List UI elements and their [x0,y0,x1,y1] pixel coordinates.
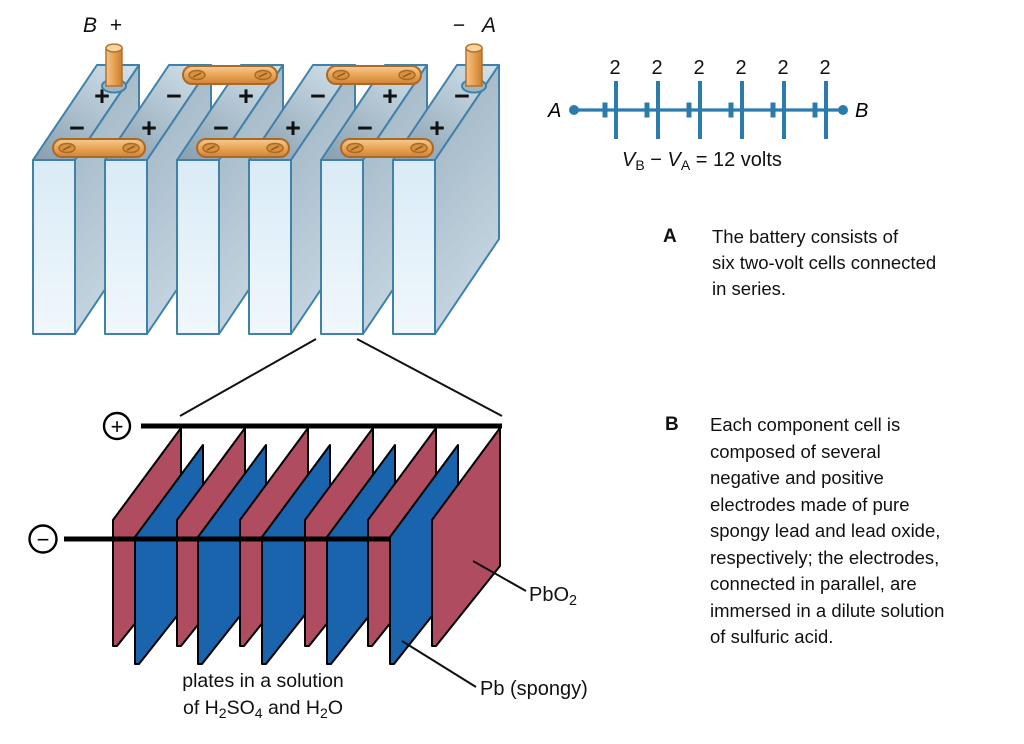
node-a-label: A [547,100,561,122]
negative-terminal-post [461,43,487,94]
connector-straps [52,65,434,158]
terminal-b-sign: + [110,14,122,37]
formula-v2: V [667,149,682,171]
cell1-front-sign: − [69,113,85,143]
formula-minus: − [645,149,668,171]
battery-diagram-svg: − + + − − + + − − + + − [28,14,527,688]
plates-figure: + − [28,411,527,688]
plus-terminal-circle [102,411,132,441]
solution-l2-p1: of H [182,697,219,719]
caption-a-line: six two-volt cells connected [712,252,937,273]
plate-stack [112,427,501,665]
caption-b-line: immersed in a dilute solution [710,599,945,621]
cell-polarity-signs: − + + − − + + − − + + − [69,81,470,143]
cell-volts: 2 [735,57,746,79]
solution-l2-s2: 4 [254,704,263,721]
front-strap-3-4 [196,138,290,158]
cell3-back-sign: + [238,81,254,111]
pb-plate [326,444,396,665]
cell-short-plates [602,102,818,118]
solution-l2-p2: SO [226,697,255,719]
caption-b-line: of sulfuric acid. [710,626,834,647]
battery-3d-group [32,64,500,335]
solution-caption-line1: plates in a solution [182,670,344,692]
positive-terminal-post [101,43,127,94]
caption-a-tag: A [663,226,677,247]
cell2-back-sign: − [166,81,182,111]
pbo2-label-sub: 2 [569,593,578,610]
solution-caption: plates in a solution of H2SO4 and H2O [134,668,392,727]
caption-b-line: composed of several [710,440,881,462]
front-strap-1-2 [52,138,146,158]
solution-l2-p3: and H [262,697,321,719]
node-b-dot [838,105,848,115]
caption-b-line: spongy lead and lead oxide, [710,520,941,541]
terminal-b-letter: B [83,14,97,37]
cell2-front-sign: + [141,113,157,143]
caption-b-line: connected in parallel, are [710,573,917,594]
cell-volts: 2 [609,57,620,79]
solution-l2-p4: O [327,697,343,719]
cell4-back-sign: − [310,81,326,111]
caption-b-line: electrodes made of pure [710,493,910,515]
caption-b-line: negative and positive [710,467,884,488]
formula-sub-a: A [681,157,691,173]
solution-l2-s3: 2 [320,704,328,721]
terminal-a-letter: A [480,14,496,37]
terminal-labels: B + − A [83,14,496,37]
cell5-back-sign: + [382,81,398,111]
terminal-a-sign: − [453,14,465,37]
caption-a-text: The battery consists of six two-volt cel… [712,224,936,302]
cell-volts: 2 [819,57,830,79]
voltage-formula: VB − VA = 12 volts [622,149,782,173]
formula-v1: V [622,149,637,171]
plus-terminal-sign: + [111,414,124,439]
back-strap-2-3 [182,65,278,85]
pbo2-leader-line [472,560,527,592]
zoom-pointer-lines [179,338,503,417]
pb-spongy-label: Pb (spongy) [480,678,588,700]
pb-plate [389,444,459,665]
series-circuit-svg: A 2 2 2 2 2 2 B VB − VA = 1 [547,57,868,173]
caption-b-text: Each component cell is composed of sever… [710,412,944,651]
cell-volts: 2 [693,57,704,79]
minus-terminal-sign: − [37,527,50,552]
pb-plate [134,444,204,665]
cell3-front-sign: − [213,113,229,143]
back-strap-4-5 [326,65,422,85]
caption-b-tag: B [665,414,679,435]
cell6-front-sign: + [429,113,445,143]
solution-l2-s1: 2 [218,704,227,721]
cell4-front-sign: + [285,113,301,143]
node-b-label: B [855,100,868,122]
pb-leader-line [401,640,477,688]
caption-b-line: respectively; the electrodes, [710,546,940,568]
front-strap-5-6 [340,138,434,158]
cell-volts: 2 [777,57,788,79]
caption-a-line: The battery consists of [712,226,899,247]
formula-result: = 12 volts [690,149,782,171]
caption-a-line: in series. [712,278,787,299]
pbo2-end-plate [431,427,501,647]
minus-terminal-circle [28,524,58,554]
pb-plate [261,444,331,665]
cell-voltage-labels: 2 2 2 2 2 2 [609,57,830,79]
formula-sub-b: B [635,157,644,173]
caption-b-line: Each component cell is [710,414,901,435]
pbo2-label-main: PbO [529,584,570,606]
pb-plate [197,444,267,665]
solution-caption-line2: of H2SO4 and H2O [134,695,392,727]
pbo2-label: PbO2 [529,584,577,609]
cell5-front-sign: − [357,113,373,143]
cell-volts: 2 [651,57,662,79]
cell-long-plates [614,81,828,139]
